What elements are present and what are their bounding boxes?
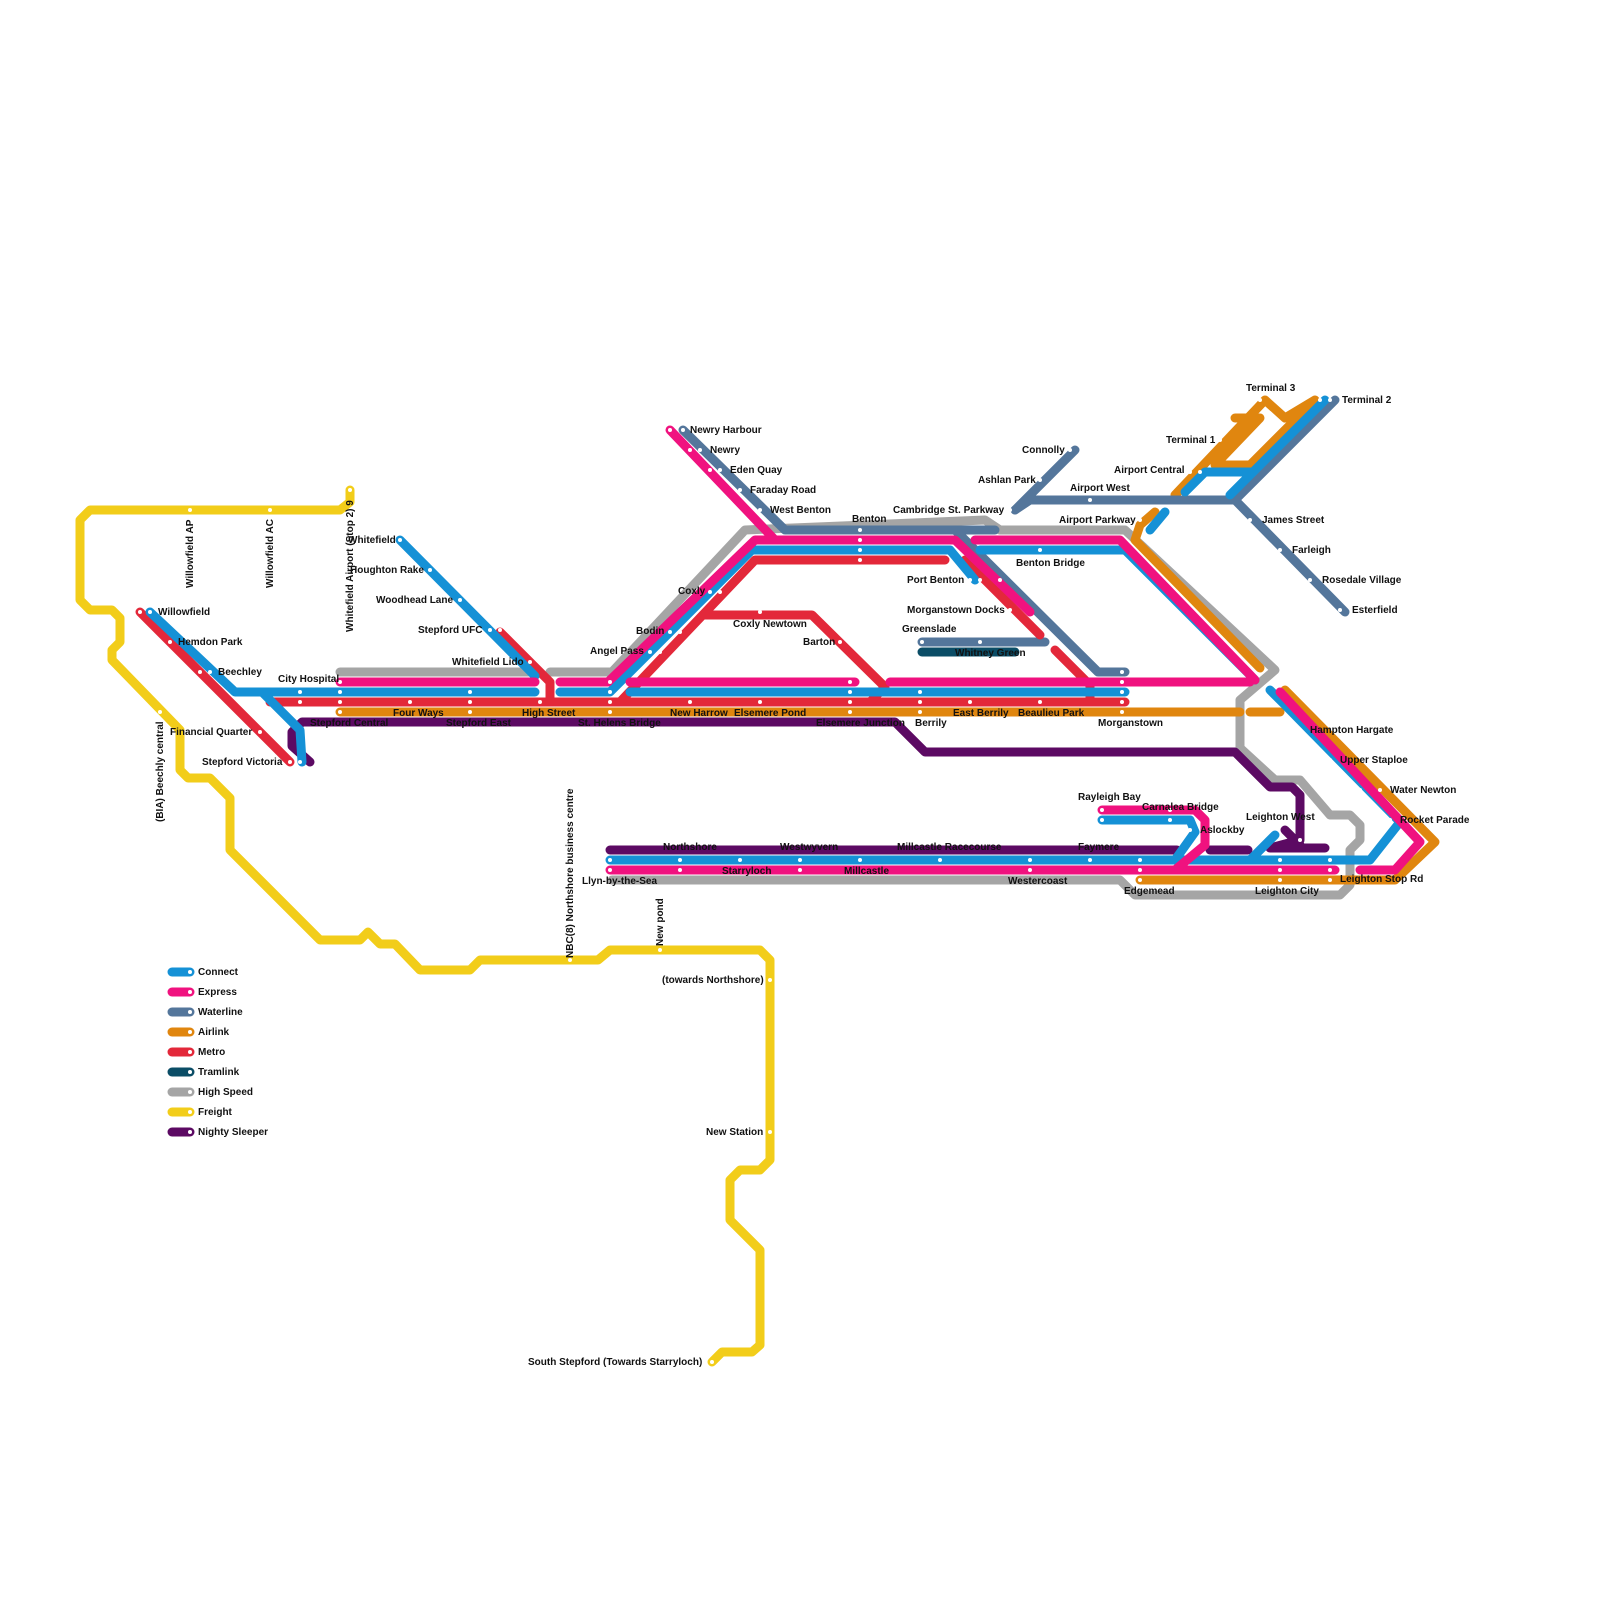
legend-label: Metro (198, 1047, 225, 1058)
station-label: Hemdon Park (178, 637, 243, 648)
station-label: Benton Bridge (1016, 558, 1085, 569)
station-label: Faraday Road (750, 485, 816, 496)
station-label: Whitney Green (955, 648, 1026, 659)
station-label: Willowfield AC (265, 519, 276, 588)
station-label: Elsemere Junction (816, 718, 905, 729)
station-label: Northshore (663, 842, 717, 853)
station-label: Hampton Hargate (1310, 725, 1394, 736)
legend-label: Freight (198, 1107, 233, 1118)
station-label: Airport Central (1114, 465, 1185, 476)
station-label: Upper Staploe (1340, 755, 1408, 766)
station-label: Financial Quarter (170, 727, 252, 738)
station-label: Bodin (636, 626, 664, 637)
station-label: Greenslade (902, 624, 957, 635)
station-label: West Benton (770, 505, 831, 516)
station-label: Ashlan Park (978, 475, 1036, 486)
legend-label: Express (198, 987, 237, 998)
station-label: Coxly Newtown (733, 619, 807, 630)
station-label: Llyn-by-the-Sea (582, 876, 657, 887)
connect-line (400, 540, 535, 676)
legend-label: Connect (198, 967, 239, 978)
station-label: Woodhead Lane (376, 595, 453, 606)
station-label: South Stepford (Towards Starryloch) (528, 1357, 702, 1368)
station-label: Airport West (1070, 483, 1130, 494)
station-label: New pond (655, 898, 666, 946)
station-label: Terminal 1 (1166, 435, 1216, 446)
station-label: Rocket Parade (1400, 815, 1470, 826)
station-label: St. Helens Bridge (578, 718, 661, 729)
station-label: Terminal 3 (1246, 383, 1296, 394)
station-label: Newry (710, 445, 740, 456)
airlink-line (1135, 512, 1260, 668)
station-label: High Street (522, 708, 576, 719)
station-label: Faymere (1078, 842, 1120, 853)
station-label: Leighton Stop Rd (1340, 874, 1423, 885)
station-label: Rosedale Village (1322, 575, 1402, 586)
station-label: Angel Pass (590, 646, 644, 657)
station-label: Morganstown (1098, 718, 1163, 729)
station-label: Millcastle (844, 866, 889, 877)
station-label: Beechley (218, 667, 262, 678)
station-label: Westercoast (1008, 876, 1068, 887)
station-label: Esterfield (1352, 605, 1398, 616)
station-label: Eden Quay (730, 465, 783, 476)
station-label: Whitefield Lido (452, 657, 524, 668)
station-label: (BIA) Beechly central (155, 721, 166, 822)
legend-label: High Speed (198, 1087, 253, 1098)
station-label: Benton (852, 514, 886, 525)
station-label: Westwyvern (780, 842, 838, 853)
station-label: Morganstown Docks (907, 605, 1005, 616)
station-label: Berrily (915, 718, 947, 729)
legend: Connect Express Waterline Airlink Metro … (172, 967, 268, 1138)
station-label: Beaulieu Park (1018, 708, 1085, 719)
station-label: Leighton West (1246, 812, 1315, 823)
legend-label: Waterline (198, 1007, 243, 1018)
station-label: (towards Northshore) (662, 975, 764, 986)
station-label: Cambridge St. Parkway (893, 505, 1005, 516)
station-label: Stepford East (446, 718, 512, 729)
legend-label: Nighty Sleeper (198, 1127, 268, 1138)
station-label: Airport Parkway (1059, 515, 1136, 526)
station-label: New Station (706, 1127, 763, 1138)
station-label: East Berrily (953, 708, 1009, 719)
station-label: Port Benton (907, 575, 964, 586)
station-label: Starryloch (722, 866, 771, 877)
station-label: Willowfield (158, 607, 210, 618)
station-label: Willowfield AP (185, 519, 196, 588)
station-label: Connolly (1022, 445, 1065, 456)
station-label: Carnalea Bridge (1142, 802, 1219, 813)
station-label: Terminal 2 (1342, 395, 1392, 406)
station-label: Stepford Central (310, 718, 389, 729)
station-label: Leighton City (1255, 886, 1319, 897)
station-label: Edgemead (1124, 886, 1175, 897)
station-label: Millcastle Racecourse (897, 842, 1002, 853)
legend-label: Airlink (198, 1027, 230, 1038)
station-label: Farleigh (1292, 545, 1331, 556)
station-label: Houghton Rake (350, 565, 424, 576)
station-label: Water Newton (1390, 785, 1456, 796)
station-label: NBC(8) Northshore business centre (565, 788, 576, 958)
station-label: Rayleigh Bay (1078, 792, 1141, 803)
legend-label: Tramlink (198, 1067, 240, 1078)
station-label: James Street (1262, 515, 1325, 526)
station-label: New Harrow (670, 708, 728, 719)
station-label: Newry Harbour (690, 425, 762, 436)
station-label: Four Ways (393, 708, 444, 719)
station-label: Aslockby (1200, 825, 1245, 836)
station-label: Stepford Victoria (202, 757, 283, 768)
station-label: Whitefield Airport (Stop 2) 9 (345, 500, 356, 632)
station-label: Coxly (678, 586, 706, 597)
station-label: City Hospital (278, 674, 339, 685)
station-label: Barton (803, 637, 835, 648)
station-label: Elsemere Pond (734, 708, 806, 719)
station-label: Stepford UFC (418, 625, 482, 636)
sleeper-line (292, 722, 1325, 848)
